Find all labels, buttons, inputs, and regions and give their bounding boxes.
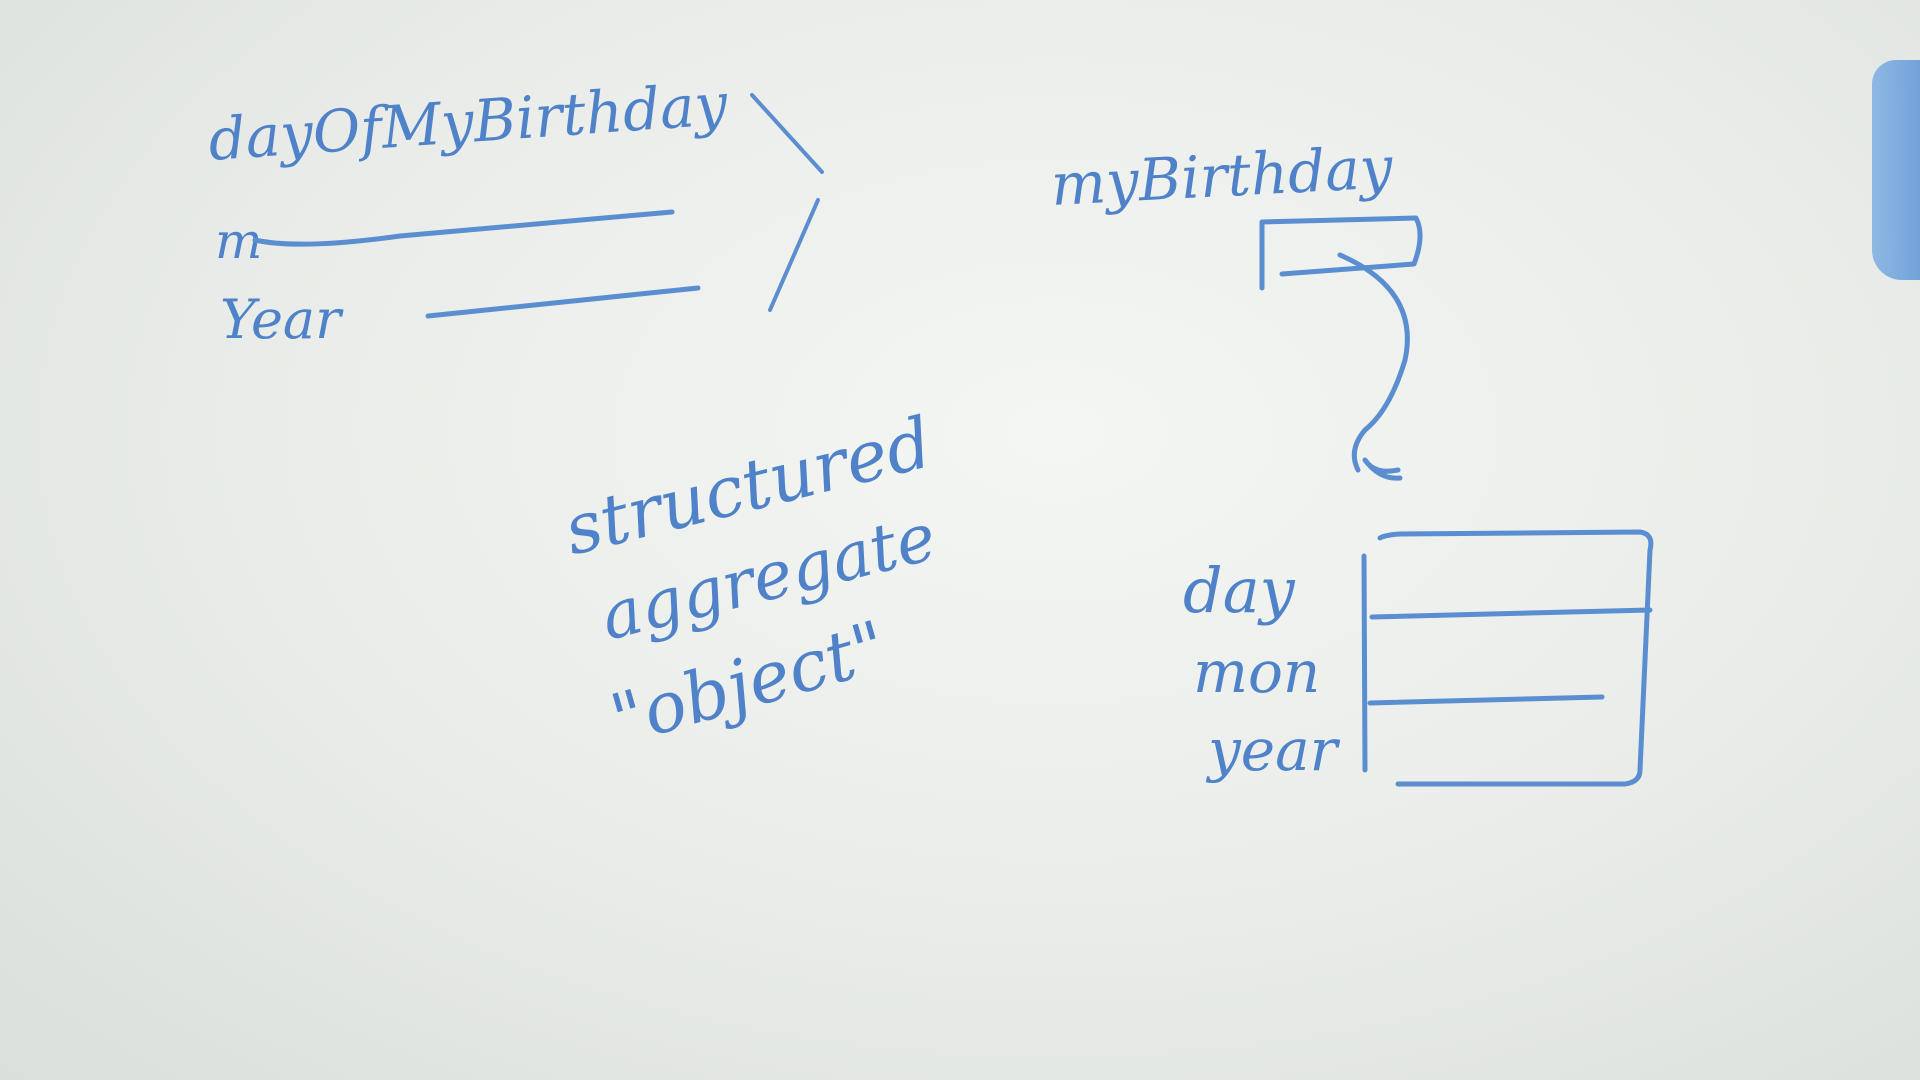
center-note: structured aggregate "object" xyxy=(556,401,943,761)
field-month-label: mon xyxy=(1193,638,1320,706)
struct-box xyxy=(1361,529,1654,787)
reference-arrow-head xyxy=(1362,457,1403,481)
field-year-label: year xyxy=(1205,716,1341,784)
right-variable-group: myBirthday day mon year xyxy=(1049,133,1654,787)
eraser-cloth xyxy=(1872,60,1920,280)
struct-divider-2 xyxy=(1367,694,1605,706)
reference-arrow xyxy=(1337,252,1410,473)
reference-box xyxy=(1259,215,1423,291)
left-variable-group: dayOfMyBirthday m Year xyxy=(206,70,824,351)
left-year-line xyxy=(425,285,701,319)
struct-divider-1 xyxy=(1369,607,1653,620)
field-day-label: day xyxy=(1183,554,1296,627)
right-angle-bracket xyxy=(750,93,824,312)
left-month-line xyxy=(252,209,675,247)
left-row-year-label: Year xyxy=(220,288,344,351)
left-title: dayOfMyBirthday xyxy=(206,70,730,174)
right-title: myBirthday xyxy=(1049,133,1395,219)
